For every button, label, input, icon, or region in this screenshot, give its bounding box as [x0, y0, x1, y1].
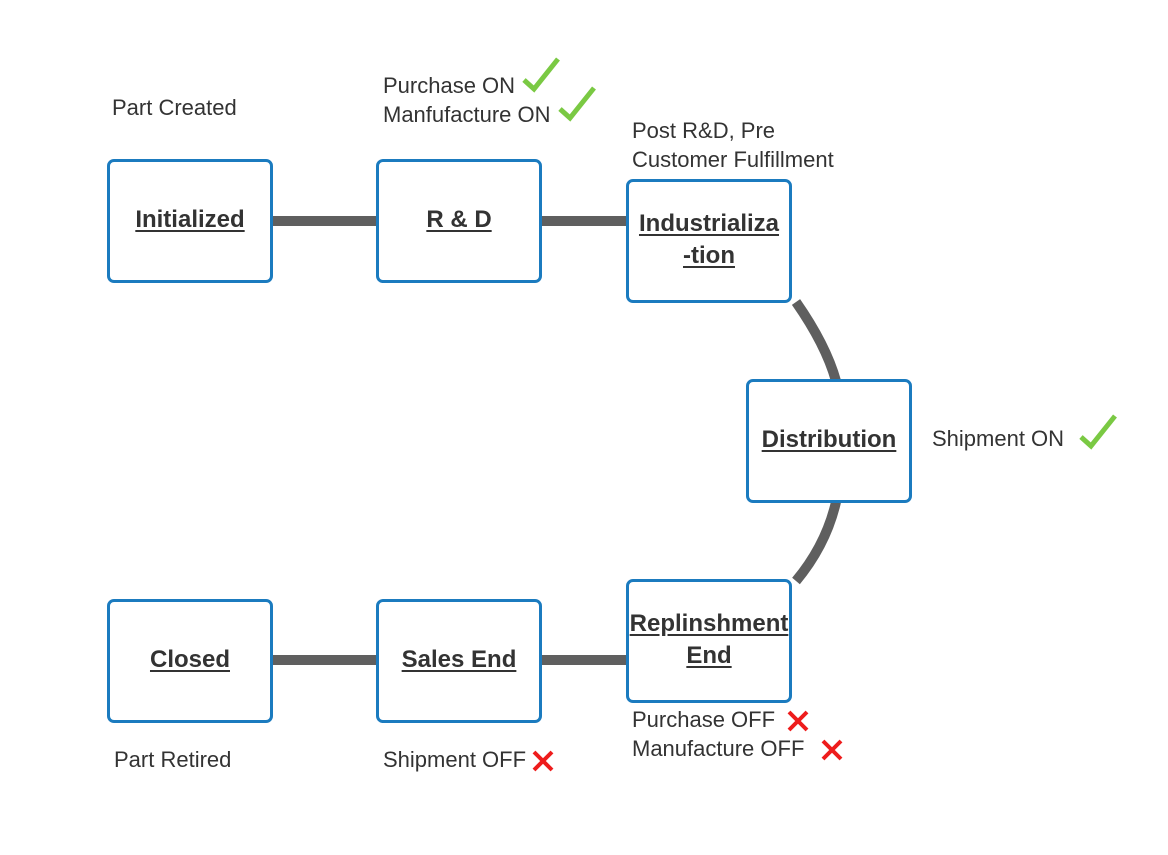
manufacture-off-text: Manufacture OFF [632, 736, 805, 761]
manufacture-on-text: Manfufacture ON [383, 102, 551, 127]
node-label: R & D [426, 206, 492, 233]
post-rnd-line1: Post R&D, Pre [632, 118, 776, 143]
check-icon [522, 57, 561, 93]
node-rnd[interactable]: R & D [376, 159, 542, 283]
edge-industrialization-distribution [791, 299, 841, 383]
check-icon [1079, 414, 1118, 450]
node-label: Distribution [761, 426, 897, 453]
node-label: Closed [149, 646, 230, 673]
shipment-on-label: Shipment ON [932, 414, 1118, 453]
purchase-on-label: Purchase ON [383, 57, 561, 100]
post-rnd-line2: Customer Fulfillment [632, 147, 834, 172]
node-label: Initialized [135, 206, 245, 233]
edge-distribution-replenishment [792, 500, 841, 585]
shipment-off-label: Shipment OFF [383, 745, 554, 774]
shipment-on-text: Shipment ON [932, 426, 1065, 451]
purchase-on-text: Purchase ON [383, 73, 516, 98]
shipment-off-text: Shipment OFF [383, 747, 527, 772]
node-label: Replinshment End [629, 610, 789, 669]
part-created-label: Part Created [112, 95, 237, 120]
node-initialized[interactable]: Initialized [107, 159, 273, 283]
node-replenishment-end[interactable]: Replinshment End [626, 579, 792, 703]
part-retired-label: Part Retired [114, 747, 232, 772]
node-label: Industrializa -tion [638, 210, 780, 269]
cross-icon [532, 750, 554, 772]
purchase-off-text: Purchase OFF [632, 707, 776, 732]
node-sales-end[interactable]: Sales End [376, 599, 542, 723]
purchase-off-label: Purchase OFF [632, 705, 809, 734]
cross-icon [821, 739, 842, 761]
node-industrialization[interactable]: Industrializa -tion [626, 179, 792, 303]
check-icon [557, 86, 596, 122]
node-label: Sales End [401, 646, 517, 673]
cross-icon [787, 710, 809, 732]
manufacture-off-label: Manufacture OFF [632, 734, 843, 763]
node-closed[interactable]: Closed [107, 599, 273, 723]
node-distribution[interactable]: Distribution [746, 379, 912, 503]
manufacture-on-label: Manfufacture ON [383, 86, 597, 129]
